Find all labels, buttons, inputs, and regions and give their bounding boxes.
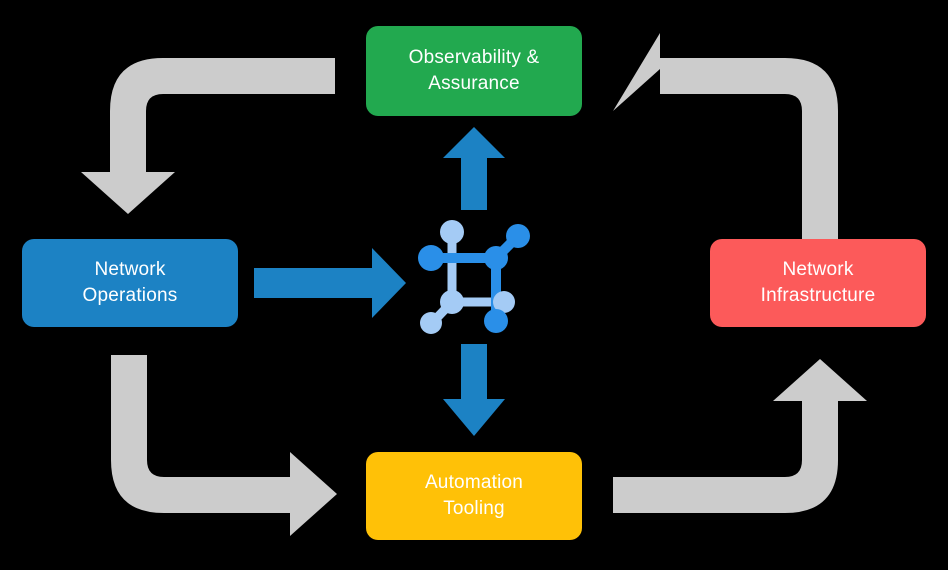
connector-infrastructure-to-observability — [613, 33, 838, 248]
node-network-infrastructure[interactable]: Network Infrastructure — [710, 239, 926, 327]
connector-center-to-observability — [443, 127, 505, 210]
node-automation-label: Automation Tooling — [424, 472, 524, 519]
node-infrastructure-label: Network Infrastructure — [760, 259, 876, 306]
connector-operations-to-automation — [111, 355, 337, 536]
node-operations-label: Network Operations — [82, 259, 178, 306]
node-automation-tooling[interactable]: Automation Tooling — [366, 452, 582, 540]
topology-light-nodes — [420, 220, 515, 334]
node-observability-label: Observability & Assurance — [408, 47, 540, 94]
topology-dark-nodes — [418, 224, 530, 333]
network-topology-icon — [418, 220, 530, 334]
connector-automation-to-infrastructure — [613, 359, 867, 513]
connector-observability-to-operations — [81, 58, 335, 214]
node-network-operations[interactable]: Network Operations — [22, 239, 238, 327]
connector-center-to-automation — [443, 344, 505, 436]
connector-operations-to-center — [254, 248, 406, 318]
node-observability-assurance[interactable]: Observability & Assurance — [366, 26, 582, 116]
